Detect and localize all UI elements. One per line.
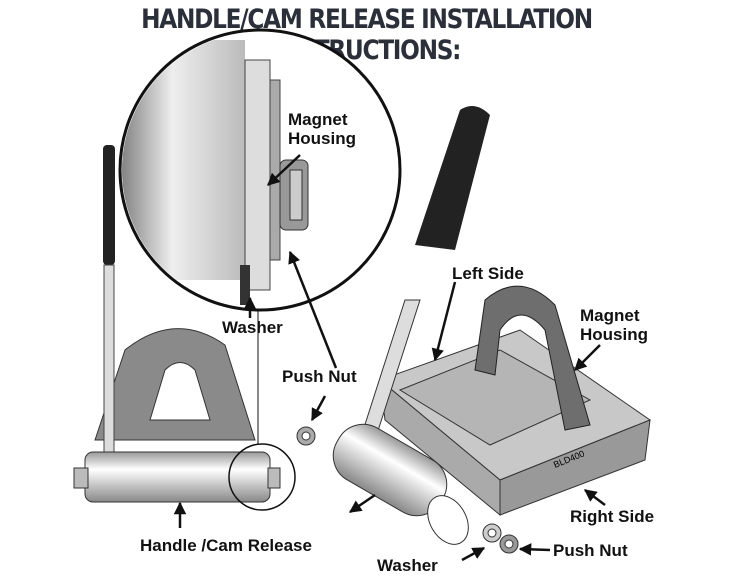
left-assembly (73, 145, 296, 511)
callout-arrows (173, 154, 606, 562)
label-washer-inset: Washer (222, 318, 283, 337)
label-washer-bottom: Washer (377, 556, 438, 575)
label-left-side: Left Side (452, 264, 524, 283)
right-assembly (296, 106, 652, 554)
magnified-inset (118, 28, 402, 312)
label-push-nut-left: Push Nut (282, 367, 357, 386)
page-title: HANDLE/CAM RELEASE INSTALLATION INSTRUCT… (141, 4, 593, 66)
label-push-nut-bottom: Push Nut (553, 541, 628, 560)
label-right-side: Right Side (570, 507, 655, 526)
label-handle-cam-release: Handle /Cam Release (140, 536, 312, 555)
